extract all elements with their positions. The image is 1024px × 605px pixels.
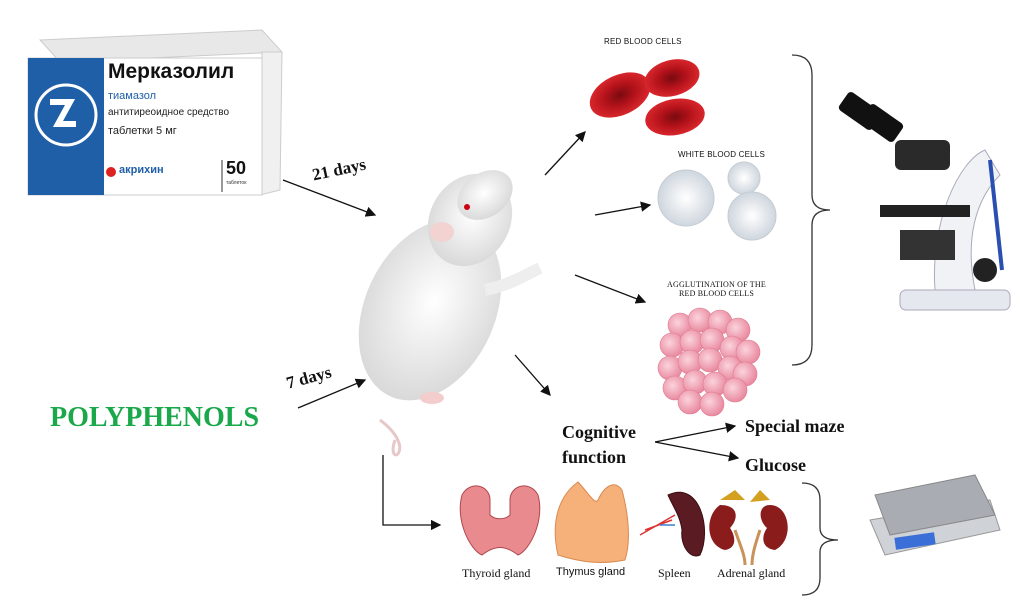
organ-label-thymus: Thymus gland — [556, 566, 626, 578]
drug-maker: акрихин — [119, 164, 164, 176]
bracket-blood — [791, 54, 831, 366]
drug-count-unit: таблеток — [226, 180, 247, 186]
drug-ingredient: тиамазол — [108, 90, 157, 102]
agglutinated-cell — [699, 391, 725, 417]
drug-box-image — [27, 29, 284, 196]
cognitive-line2: function — [562, 447, 627, 467]
bracket-organs — [801, 482, 839, 596]
drug-dose: таблетки 5 мг — [108, 125, 177, 137]
agglutination-label-line2: RED BLOOD CELLS — [678, 289, 754, 298]
rat-image — [358, 170, 543, 457]
glucose-label: Glucose — [745, 455, 806, 475]
agglutination-label: AGGLUTINATION OF THE RED BLOOD CELLS — [667, 280, 766, 298]
cognitive-line1: Cognitive — [562, 422, 636, 442]
organ-label-spleen: Spleen — [658, 566, 691, 580]
drug-description: антитиреоидное средство — [108, 107, 230, 118]
scale-image — [869, 474, 1001, 556]
agglutinated-cells-image — [657, 307, 761, 417]
rbc-label: RED BLOOD CELLS — [604, 37, 682, 46]
agglutination-label-line1: AGGLUTINATION OF THE — [667, 280, 766, 289]
thyroid-gland-image — [459, 485, 541, 556]
drug-count: 50 — [226, 158, 247, 178]
spleen-image — [639, 491, 706, 557]
cognitive-function-label: Cognitive function — [562, 420, 636, 470]
special-maze-label: Special maze — [745, 416, 845, 436]
drug-brand: Мерказолил — [108, 60, 235, 83]
red-blood-cells-image — [589, 59, 705, 136]
organ-label-thyroid: Thyroid gland — [462, 566, 531, 580]
agglutinated-cell — [722, 377, 748, 403]
wbc-label: WHITE BLOOD CELLS — [678, 150, 765, 159]
adrenal-gland-image — [709, 490, 788, 566]
agglutinated-cell — [677, 389, 703, 415]
organ-label-adrenal: Adrenal gland — [717, 566, 786, 580]
polyphenols-label: POLYPHENOLS — [50, 402, 260, 433]
white-blood-cells-image — [657, 161, 777, 241]
microscope-image — [838, 92, 1011, 311]
thymus-gland-image — [554, 481, 629, 563]
